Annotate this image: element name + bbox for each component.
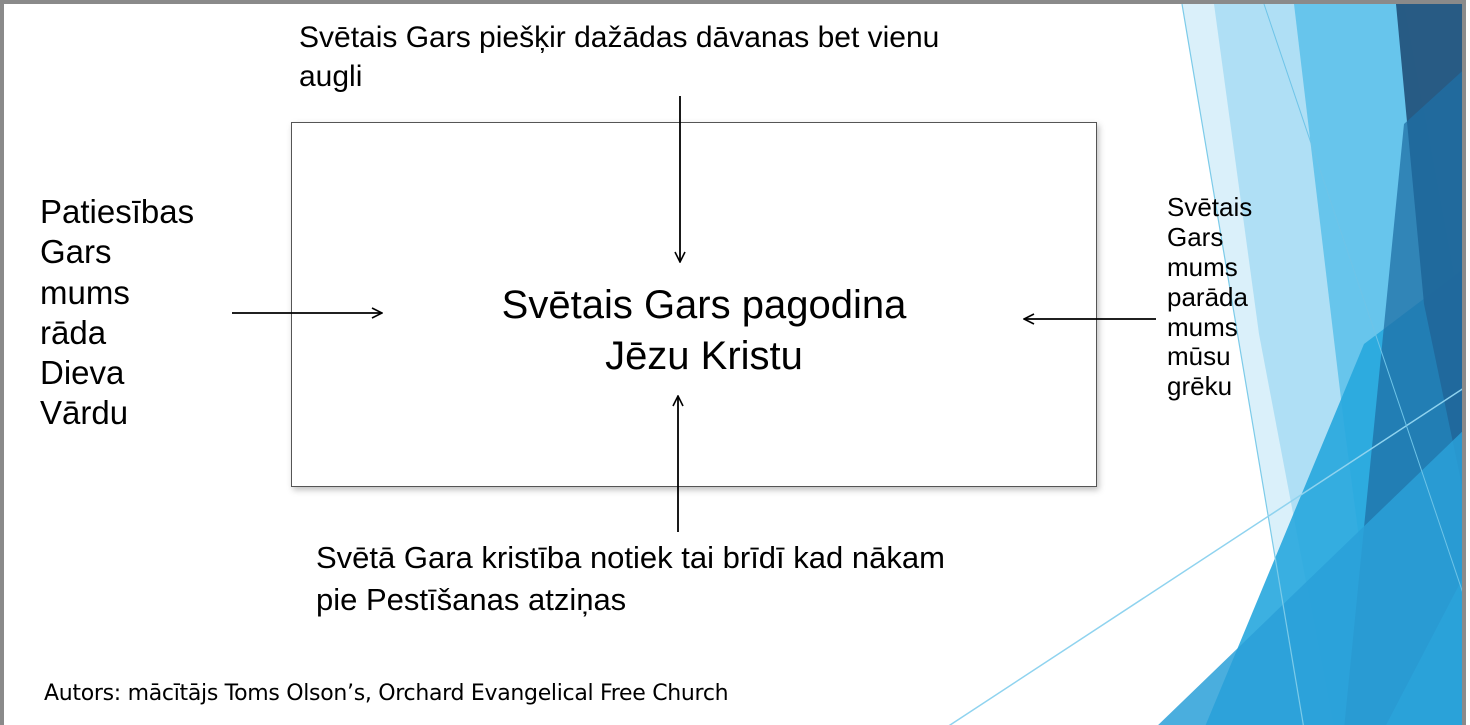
- center-label-line-1: Svētais Gars pagodina: [501, 283, 907, 327]
- top-label-line-2: augli: [299, 60, 363, 93]
- right-label: Svētais Gars mums parāda mums mūsu grēku: [1167, 192, 1297, 402]
- left-label-line: mums: [40, 273, 130, 311]
- facet-thin-line-1: [1181, 4, 1304, 725]
- right-label-line: grēku: [1167, 371, 1233, 402]
- left-label-line: rāda: [40, 313, 107, 351]
- facet-thin-line-2: [948, 388, 1462, 725]
- facet-thin-line-3: [1263, 4, 1462, 592]
- right-label-line: parāda: [1167, 281, 1248, 312]
- right-label-line: mums: [1167, 311, 1238, 342]
- left-label-line: Gars: [40, 233, 112, 271]
- facet-lower: [1158, 431, 1462, 725]
- decorative-background-facets: [948, 4, 1462, 725]
- bottom-label: Svētā Gara kristība notiek tai brīdī kad…: [316, 537, 1136, 621]
- left-label-line: Vārdu: [40, 394, 129, 432]
- footer-credit: Autors: mācītājs Toms Olson’s, Orchard E…: [44, 681, 729, 706]
- top-label-line-1: Svētais Gars piešķir dažādas dāvanas bet…: [299, 21, 940, 54]
- bottom-label-line-2: pie Pestīšanas atziņas: [316, 581, 627, 617]
- bottom-label-line-1: Svētā Gara kristība notiek tai brīdī kad…: [316, 540, 945, 575]
- right-label-line: Gars: [1167, 221, 1224, 252]
- left-label-line: Dieva: [40, 354, 125, 391]
- right-label-line: Svētais: [1167, 192, 1253, 222]
- center-label: Svētais Gars pagodina Jēzu Kristu: [291, 280, 1117, 382]
- left-label: Patiesības Gars mums rāda Dieva Vārdu: [40, 192, 240, 434]
- right-label-line: mums: [1167, 251, 1238, 282]
- top-label: Svētais Gars piešķir dažādas dāvanas bet…: [299, 18, 1119, 96]
- right-label-line: mūsu: [1167, 341, 1231, 372]
- center-box: [291, 122, 1097, 487]
- center-label-line-2: Jēzu Kristu: [605, 334, 803, 379]
- left-label-line: Patiesības: [40, 193, 195, 230]
